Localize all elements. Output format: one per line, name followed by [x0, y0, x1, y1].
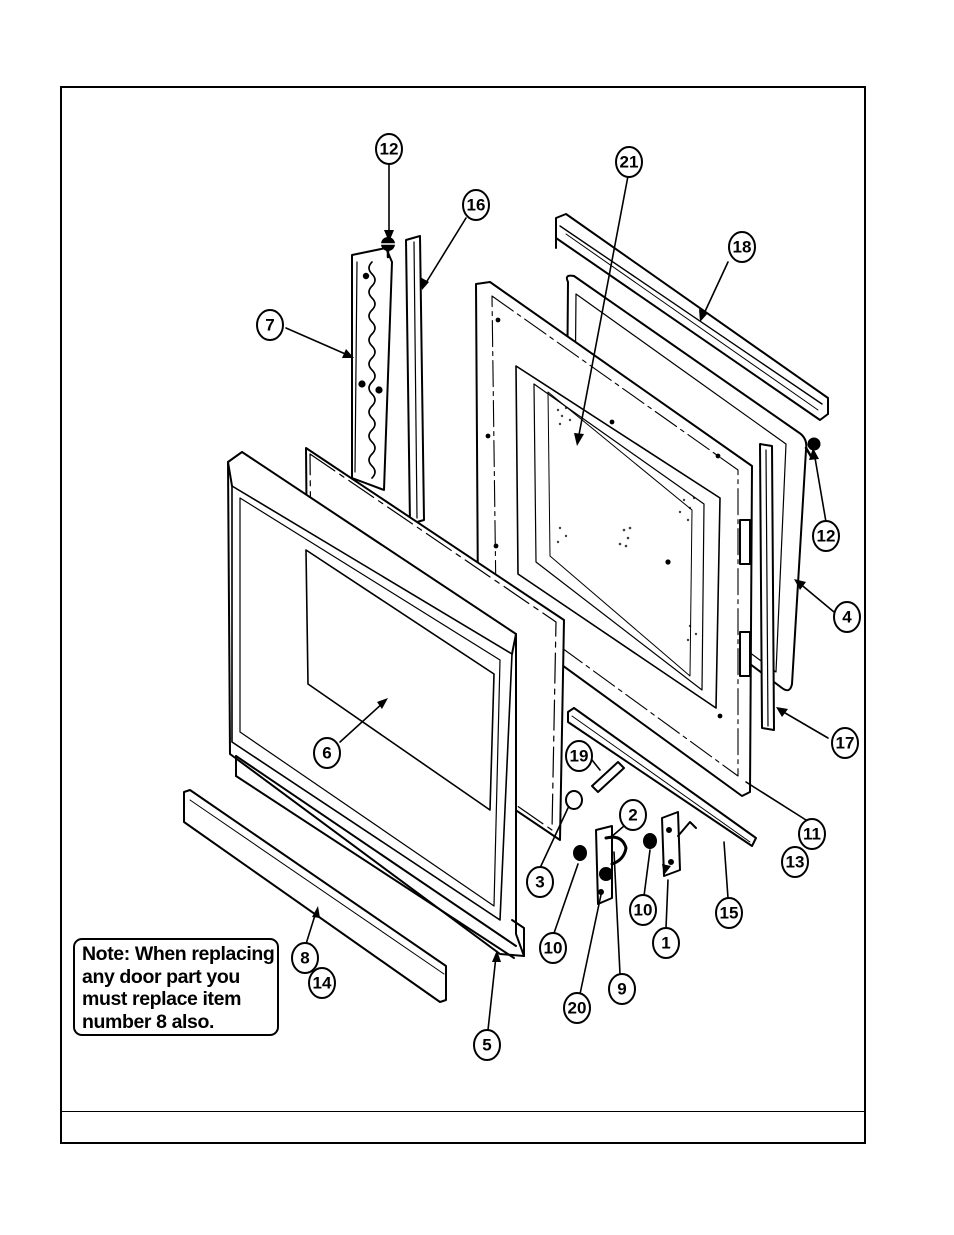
callout-10-right: 10 — [634, 901, 653, 920]
callout-5: 5 — [482, 1036, 491, 1055]
callout-8: 8 — [300, 949, 309, 968]
grommet-part — [565, 790, 583, 810]
callout-16: 16 — [467, 196, 486, 215]
callout-10-left: 10 — [544, 939, 563, 958]
callout-20: 20 — [568, 999, 587, 1018]
callout-14: 14 — [313, 974, 332, 993]
outer-door-frame-part — [227, 451, 525, 959]
top-channel-part — [555, 213, 829, 421]
replacement-note: Note: When replacing any door part you m… — [73, 938, 279, 1036]
callout-1: 1 — [661, 934, 670, 953]
callout-2: 2 — [628, 806, 637, 825]
callout-18: 18 — [733, 238, 752, 257]
callout-6: 6 — [322, 744, 331, 763]
pin-part — [591, 761, 625, 793]
side-strip-left-part — [405, 235, 425, 525]
callout-circles — [256, 133, 861, 1061]
callout-13: 13 — [786, 853, 805, 872]
callout-17: 17 — [836, 734, 855, 753]
callout-15: 15 — [720, 904, 739, 923]
nut-left-part — [573, 845, 587, 861]
trim-strip-part — [183, 789, 447, 1003]
callout-4: 4 — [842, 608, 852, 627]
hinge-strip-part — [351, 247, 393, 491]
inner-door-panel-part — [475, 281, 753, 797]
latch-bracket-part — [661, 811, 697, 877]
latch-assembly-part — [595, 825, 628, 905]
callout-19: 19 — [570, 747, 589, 766]
nut-right-part — [643, 833, 657, 849]
leader-lines — [285, 163, 835, 1031]
callout-21: 21 — [620, 153, 639, 172]
window-glass-part — [305, 549, 495, 811]
side-strip-right-part — [759, 443, 775, 731]
screw-top-part — [379, 237, 397, 259]
note-line-2: any door part you — [82, 965, 240, 988]
note-line-3: must replace item — [82, 988, 242, 1010]
diagram-frame — [60, 86, 866, 1144]
callout-9: 9 — [617, 980, 626, 999]
note-line-1: Note: When replacing — [82, 943, 275, 965]
callout-12-top: 12 — [380, 140, 399, 159]
leader-arrowheads — [312, 230, 819, 962]
callout-11: 11 — [803, 825, 821, 844]
note-line-4: number 8 also. — [82, 1010, 215, 1033]
callout-7: 7 — [265, 316, 274, 335]
bottom-rail-part — [567, 707, 757, 847]
callout-3: 3 — [535, 873, 544, 892]
footer-divider — [60, 1111, 866, 1112]
callout-12-right: 12 — [817, 527, 836, 546]
